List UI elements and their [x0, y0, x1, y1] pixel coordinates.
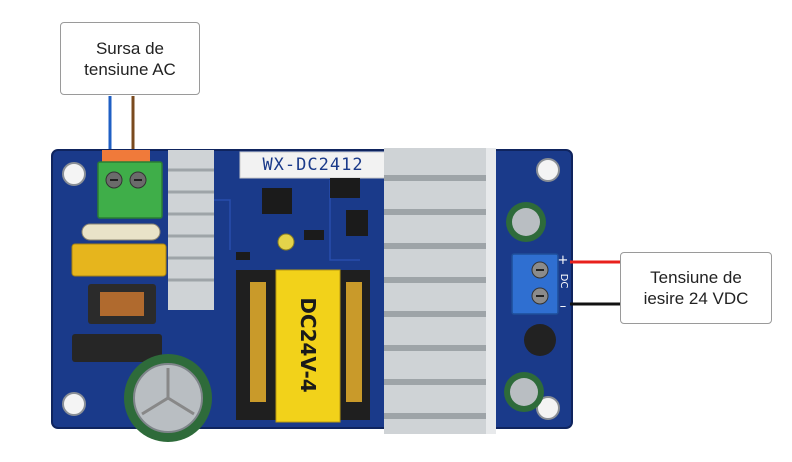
model-label: WX-DC2412	[262, 155, 364, 175]
x-capacitor	[71, 243, 167, 277]
model-label-box	[239, 151, 387, 179]
dc-output-callout: Tensiune de iesire 24 VDC	[620, 252, 772, 324]
input-capacitor	[124, 354, 212, 442]
dc-header-label: DC	[558, 273, 569, 289]
input-choke	[72, 284, 162, 362]
small-capacitor	[277, 233, 295, 251]
output-inductor	[524, 324, 556, 356]
input-heatsink	[168, 150, 214, 310]
output-heatsink	[384, 148, 496, 434]
smd-components	[236, 178, 368, 260]
ac-source-callout: Sursa de tensiune AC	[60, 22, 200, 95]
ac-input-wires	[108, 96, 135, 152]
mounting-holes	[62, 158, 560, 420]
ac-screw-terminal	[97, 150, 163, 219]
fuse	[81, 223, 161, 241]
transformer	[236, 269, 370, 423]
dc-output-wires	[570, 260, 620, 306]
dc-output-terminal	[511, 253, 559, 315]
transformer-label: DC24V-4	[296, 297, 320, 393]
plus-pole-label: +	[557, 253, 569, 268]
minus-pole-label: –	[559, 299, 567, 314]
output-capacitors	[504, 202, 546, 412]
